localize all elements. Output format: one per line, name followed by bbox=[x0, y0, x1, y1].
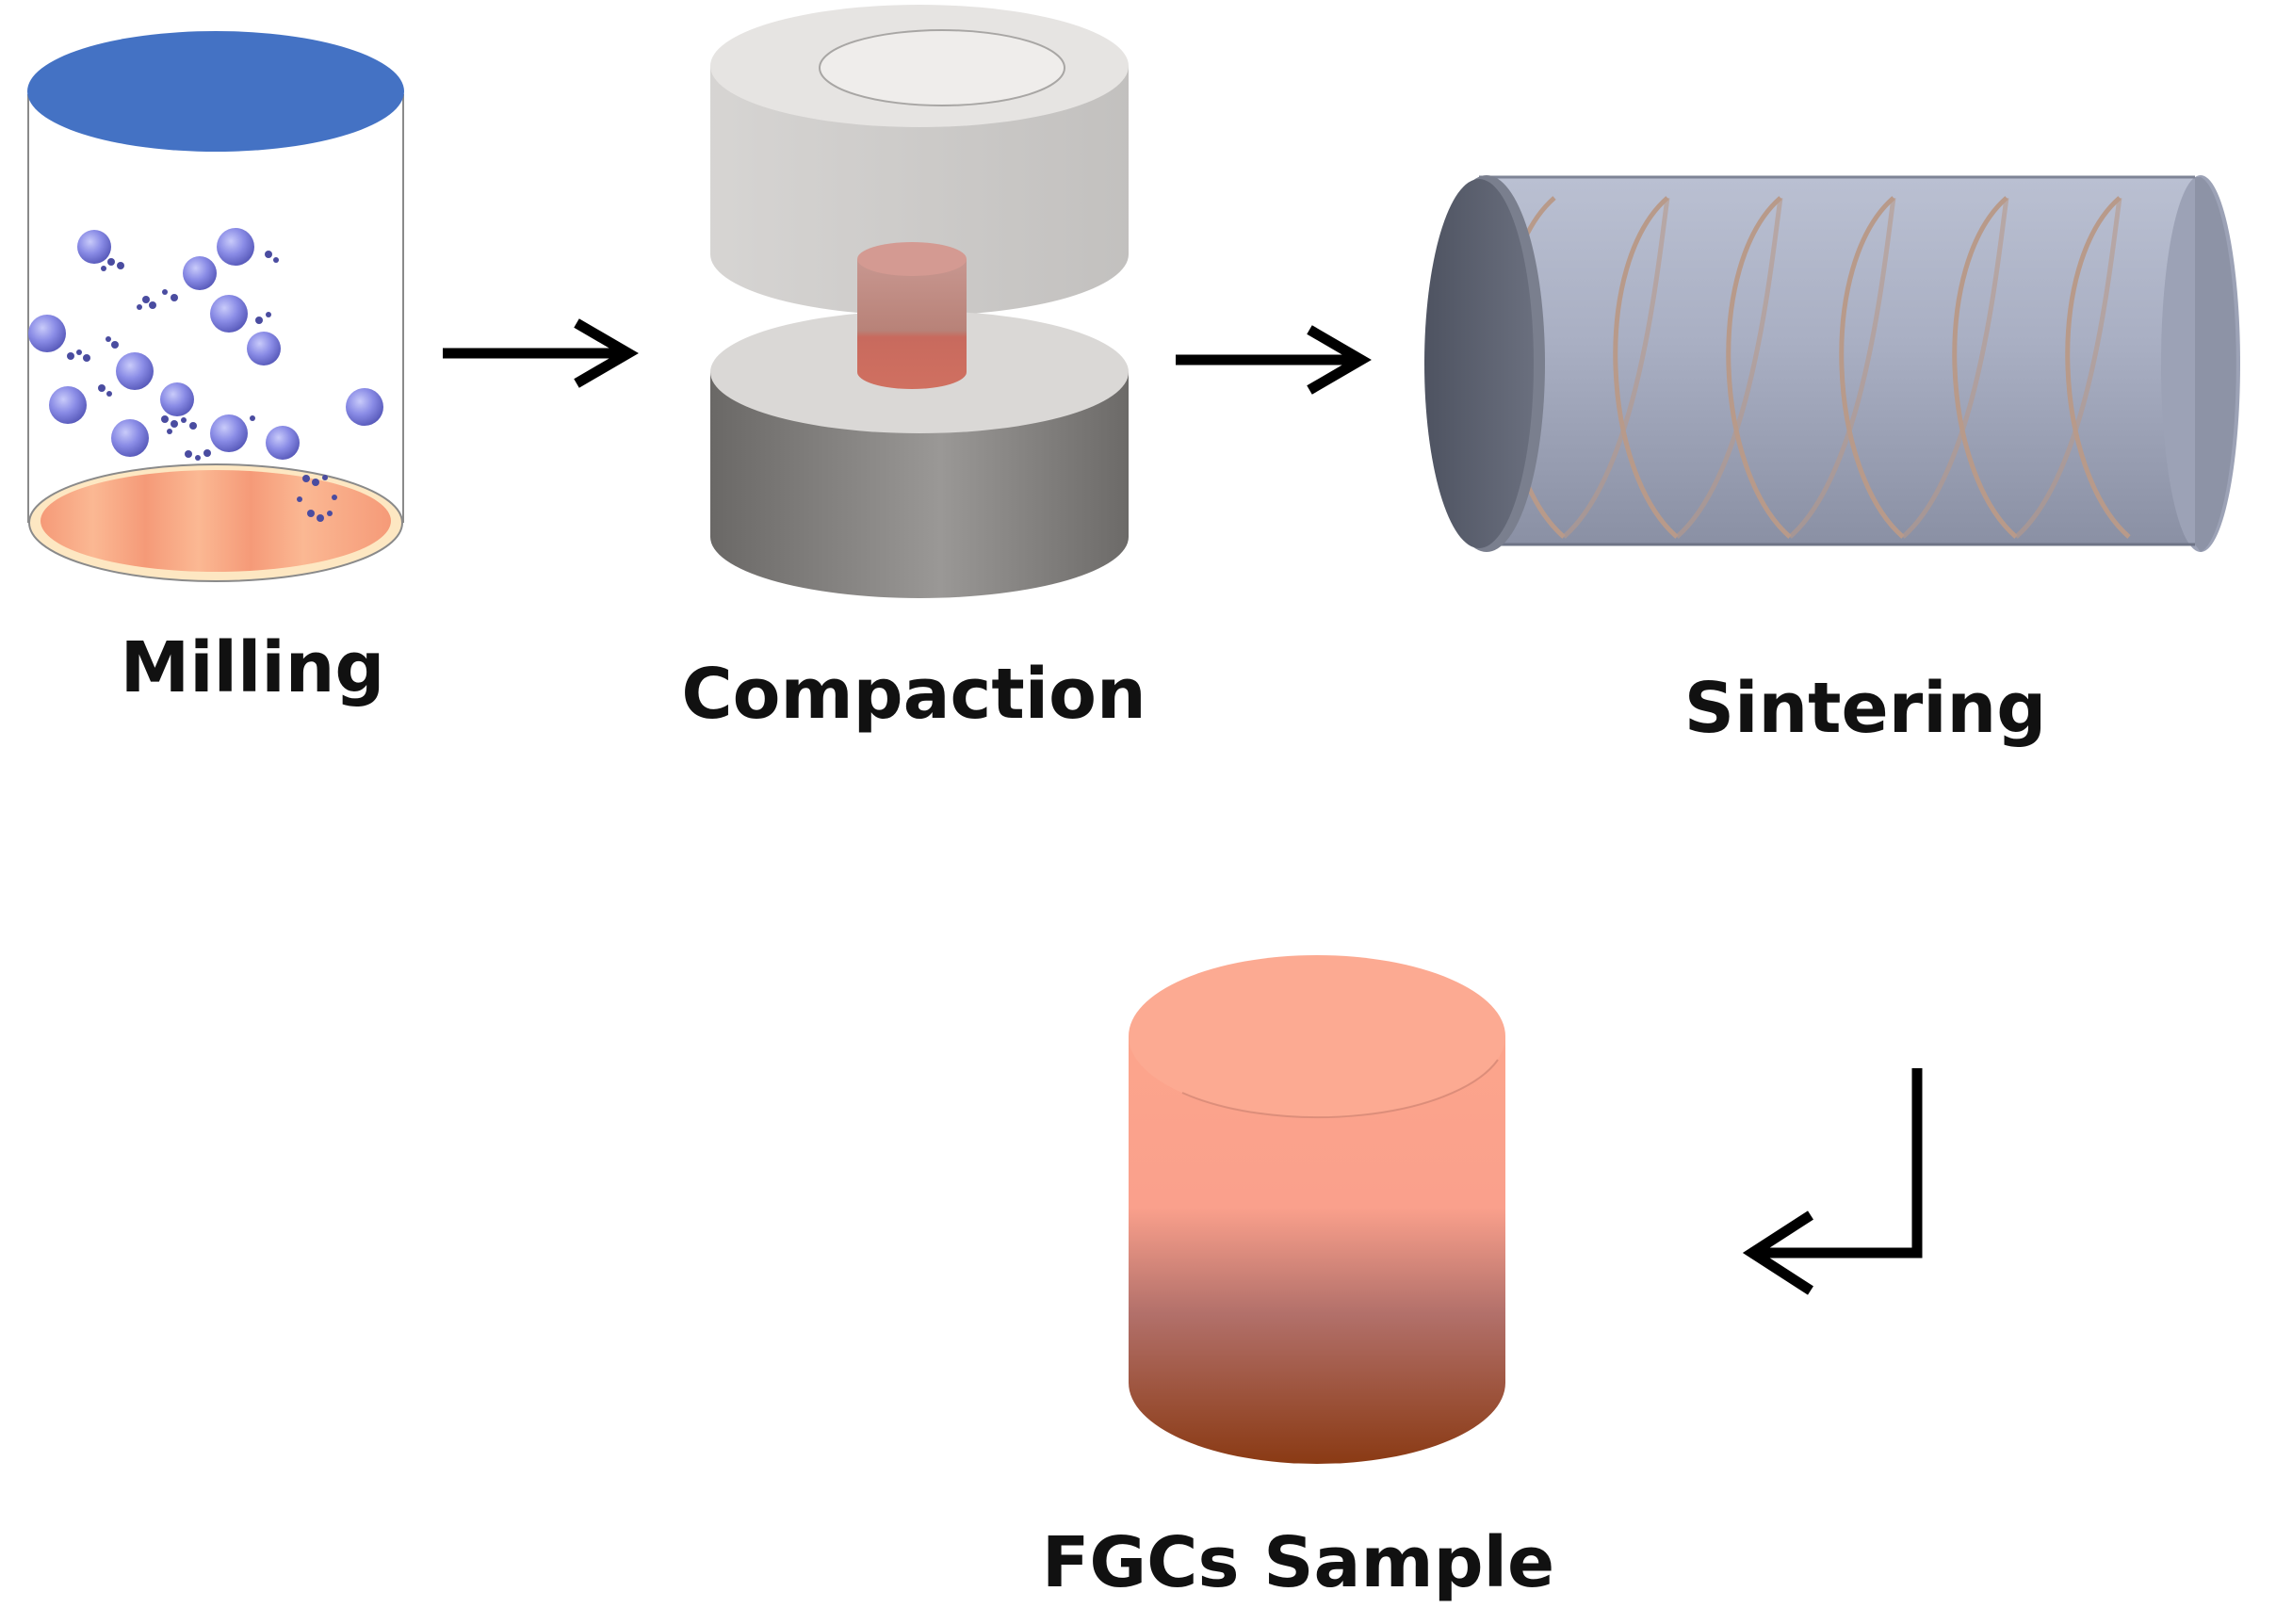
return-arrow-icon bbox=[1742, 1068, 1923, 1295]
step-label-compaction: Compaction bbox=[681, 654, 1146, 735]
step-label-sintering: Sintering bbox=[1683, 668, 2047, 749]
sintering-furnace-icon bbox=[1424, 175, 2240, 552]
milling-balls bbox=[28, 228, 383, 460]
powder-particles bbox=[67, 251, 337, 522]
step-label-milling: Milling bbox=[120, 627, 385, 708]
arrow-right-icon bbox=[1176, 325, 1372, 395]
step-label-fgc-sample: FGCs Sample bbox=[1041, 1522, 1555, 1603]
arrow-right-icon bbox=[443, 318, 639, 388]
fgc-sample-icon bbox=[1129, 955, 1505, 1464]
compaction-die-icon bbox=[710, 5, 1129, 598]
milling-jar-icon bbox=[27, 31, 404, 582]
